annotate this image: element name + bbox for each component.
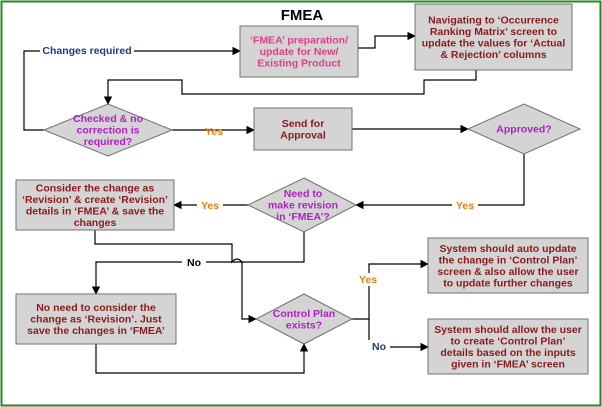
label-bg-changes-required [40,44,134,57]
box-prep [239,25,359,78]
label-bg-no-revision [182,256,206,269]
box-consider [15,179,175,231]
label-no-revision: No [187,257,201,269]
diagram-title: FMEA [281,7,324,24]
text-approved: Approved? [496,124,551,136]
text-prep: ‘FMEA’ preparation/update for New/Existi… [250,35,348,70]
label-bg-yes-revision [197,199,223,212]
label-yes-send: Yes [205,126,223,138]
box-auto-update [427,237,589,294]
label-yes-approved: Yes [456,200,474,212]
node-consider: Consider the change as‘Revision’ & creat… [15,179,175,231]
diamond-approved [466,103,582,155]
label-yes-cp: Yes [359,274,377,286]
diamond-need-revision [246,177,358,233]
box-navigate [414,3,573,71]
label-changes-required: Changes required [42,45,131,57]
edge-prep-to-navigate [358,31,416,49]
diamond-checked [42,103,174,157]
text-consider: Consider the change as‘Revision’ & creat… [22,182,168,229]
edge-labels: Changes required Yes Yes Yes No Yes No [40,44,478,353]
edge-control-plan-to-auto-update [352,259,429,320]
node-approved: Approved? [466,103,582,155]
node-prep: ‘FMEA’ preparation/update for New/Existi… [239,25,359,78]
label-bg-no-cp [368,340,390,353]
box-create-cp [427,318,589,375]
label-no-cp: No [372,341,386,353]
label-yes-revision: Yes [201,200,219,212]
edge-navigate-to-checked [103,70,477,105]
label-bg-yes-approved [452,199,478,212]
label-bg-yes-cp [355,273,381,286]
edge-approved-to-need-revision [355,154,525,210]
box-send [253,107,353,151]
box-no-need [15,293,177,345]
diamond-control-plan [254,293,354,345]
edge-no-need-to-control-plan [95,343,309,374]
